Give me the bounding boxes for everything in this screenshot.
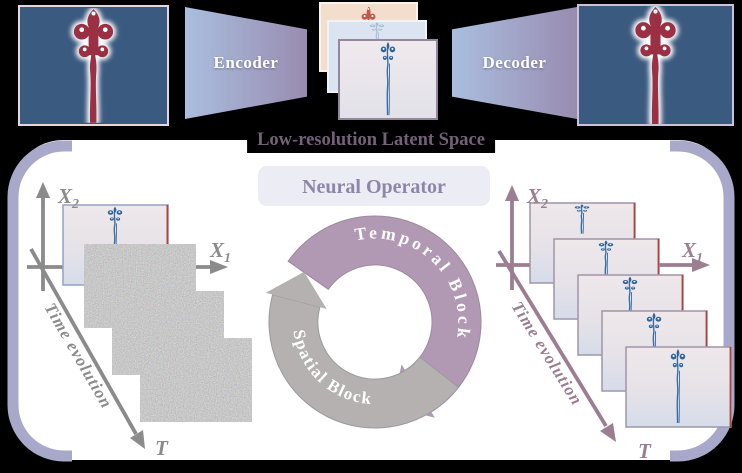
right-axes-arrowheads: [505, 185, 710, 442]
left-x2-arrowhead: [36, 182, 50, 198]
predicted-frame-5: [625, 346, 732, 428]
left-axes-arrowheads: [36, 182, 228, 449]
left-time-arrowhead: [130, 430, 145, 449]
decoder-label: Decoder: [482, 53, 547, 72]
input-simulation-image: [18, 5, 169, 126]
right-x1-label: X1: [681, 238, 703, 266]
neural-operator-label: Neural Operator: [302, 176, 446, 198]
noise-frame-3: [140, 338, 252, 422]
neural-operator-badge: Neural Operator: [258, 166, 490, 206]
latent-frame-front: [338, 39, 438, 120]
encoder-block: Encoder: [185, 7, 307, 119]
left-t-label: T: [155, 436, 169, 460]
spatial-arc: [268, 293, 460, 429]
right-time-arrowhead: [600, 423, 616, 442]
panel-frame-left-bracket: [7, 140, 72, 462]
predicted-latent-stack: [529, 202, 732, 428]
latent-space-title: Low-resolution Latent Space: [247, 127, 495, 153]
left-x1-arrowhead: [210, 260, 228, 274]
right-x2-arrowhead: [505, 185, 519, 201]
panel-frame-right-bracket: [670, 140, 735, 462]
left-x2-label: X2: [57, 184, 79, 212]
output-simulation-image: [577, 4, 734, 126]
left-x1-label: X1: [209, 238, 231, 266]
right-x1-arrowhead: [692, 258, 710, 272]
right-t-label: T: [638, 439, 652, 463]
encoder-label: Encoder: [213, 53, 279, 72]
spatial-arc-arrowhead: [265, 271, 327, 309]
right-x2-label: X2: [526, 184, 548, 212]
